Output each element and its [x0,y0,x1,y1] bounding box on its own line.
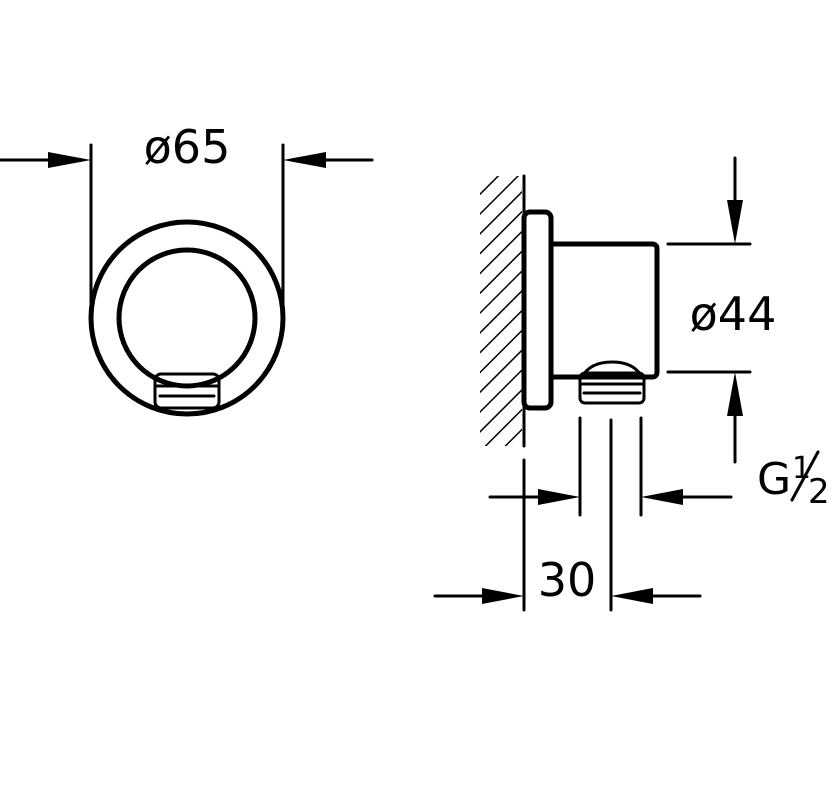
thread-label-numerator: 1 [792,451,811,486]
wall-hatch [480,176,522,446]
front-dim-arrow-right [283,152,326,168]
front-thread-nut [153,372,221,410]
depth-label: 30 [538,553,597,607]
thread-dim-arrow-left [538,489,580,505]
side-view: ø44 G 1 2 30 [433,156,830,612]
depth-dim-arrow-left [482,588,524,604]
side-dim-arrow-top [727,200,743,244]
front-dim-arrow-left [48,152,91,168]
thread-dim-arrow-right [641,489,683,505]
thread-label-denominator: 2 [808,472,830,512]
front-diameter-label: ø65 [144,120,231,174]
side-body [548,241,660,380]
depth-dim-arrow-right [611,588,653,604]
side-flange [521,209,554,411]
thread-label-prefix: G [757,454,791,505]
side-dim-arrow-bottom [727,372,743,416]
inner-body-circle [116,247,258,389]
side-thread-connector [578,360,646,405]
thread-label: G 1 2 [757,450,830,512]
front-view: ø65 [0,120,374,417]
side-diameter-label: ø44 [690,287,777,341]
